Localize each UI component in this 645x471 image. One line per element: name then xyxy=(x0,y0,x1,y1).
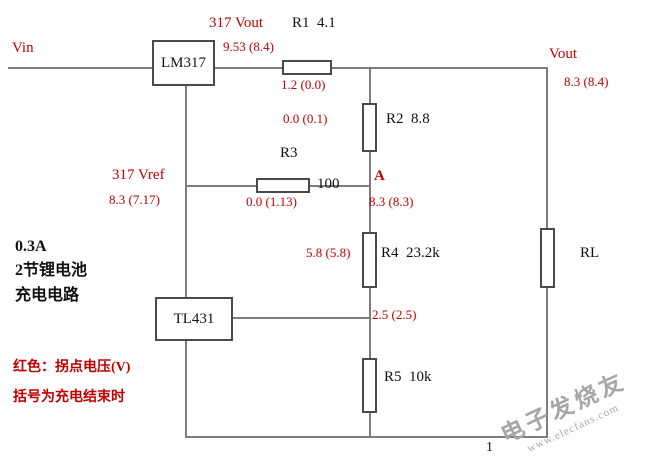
value-feedback-node: 2.5 (2.5) xyxy=(372,307,417,322)
wire-top-output xyxy=(214,67,548,69)
resistor-r2-body xyxy=(362,103,377,152)
label-r3: R3 xyxy=(280,145,298,161)
label-rl: RL xyxy=(580,245,600,261)
label-r4: R4 23.2k xyxy=(381,245,440,261)
label-r5: R5 10k xyxy=(384,369,432,385)
label-vin: Vin xyxy=(12,40,34,56)
label-node-a: A xyxy=(374,168,385,184)
resistor-r5-body xyxy=(362,358,377,413)
resistor-r1-body xyxy=(282,60,332,75)
value-node-a: 8.3 (8.3) xyxy=(369,194,414,209)
annotation-corner-mark: 1 xyxy=(486,440,493,455)
value-r2-in: 0.0 (0.1) xyxy=(283,111,328,126)
resistor-r3-body xyxy=(256,178,310,193)
label-r2: R2 8.8 xyxy=(386,111,430,127)
wire-bottom-return xyxy=(185,436,548,438)
lm317-label: LM317 xyxy=(161,54,206,71)
annotation-desc-2: 充电电路 xyxy=(15,287,80,304)
value-r4-in: 5.8 (5.8) xyxy=(306,245,351,260)
label-r1: R1 4.1 xyxy=(292,15,336,31)
value-317-vref: 8.3 (7.17) xyxy=(109,192,160,207)
value-317-vout: 9.53 (8.4) xyxy=(223,39,274,54)
annotation-legend-2: 括号为充电结束时 xyxy=(13,390,125,405)
annotation-current: 0.3A xyxy=(15,238,47,255)
value-vout: 8.3 (8.4) xyxy=(564,74,609,89)
label-vout: Vout xyxy=(549,46,578,62)
annotation-legend-1: 红色：拐点电压(V) xyxy=(13,360,131,375)
wire-adjust-vertical xyxy=(185,86,187,297)
label-317-vout: 317 Vout xyxy=(209,15,264,31)
resistor-r4-body xyxy=(362,232,377,288)
watermark: 电子发烧友 www.elecfans.com xyxy=(476,353,645,470)
wire-tl431-output xyxy=(232,317,370,319)
resistor-rl-body xyxy=(540,228,555,288)
tl431-chip: TL431 xyxy=(155,297,233,341)
annotation-desc-1: 2节锂电池 xyxy=(15,262,88,279)
label-317-vref: 317 Vref xyxy=(112,167,165,183)
value-r3-drop: 0.0 (1.13) xyxy=(246,194,297,209)
value-r1-drop: 1.2 (0.0) xyxy=(281,77,326,92)
lm317-chip: LM317 xyxy=(152,40,215,86)
wire-tl431-ground xyxy=(185,341,187,438)
wire-vin-input xyxy=(8,67,154,69)
value-r3-resistance: 100 xyxy=(317,176,340,192)
tl431-label: TL431 xyxy=(173,310,215,327)
